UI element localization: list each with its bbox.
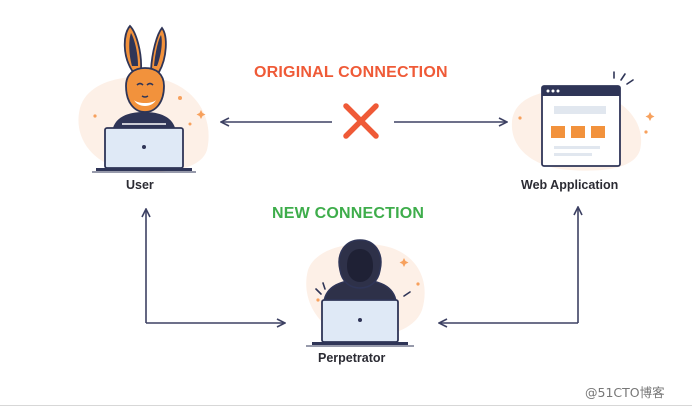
user-label: User bbox=[126, 178, 154, 192]
sparkle-icon bbox=[93, 96, 206, 126]
new-connection-title: NEW CONNECTION bbox=[272, 205, 425, 222]
fox-head bbox=[125, 67, 165, 113]
web-application-label: Web Application bbox=[521, 178, 619, 192]
content-block-1 bbox=[551, 126, 565, 138]
perpetrator-label: Perpetrator bbox=[318, 351, 386, 365]
original-connection-title: ORIGINAL CONNECTION bbox=[254, 64, 448, 81]
user-illustration bbox=[78, 24, 209, 173]
red-x-icon bbox=[343, 103, 379, 139]
watermark-text: @51CTO博客 bbox=[585, 385, 665, 400]
fox-body bbox=[112, 112, 176, 132]
content-block-3 bbox=[591, 126, 605, 138]
perpetrator-illustration bbox=[306, 239, 425, 347]
content-block-2 bbox=[571, 126, 585, 138]
bottom-divider bbox=[0, 405, 692, 406]
web-application-illustration bbox=[511, 71, 655, 171]
